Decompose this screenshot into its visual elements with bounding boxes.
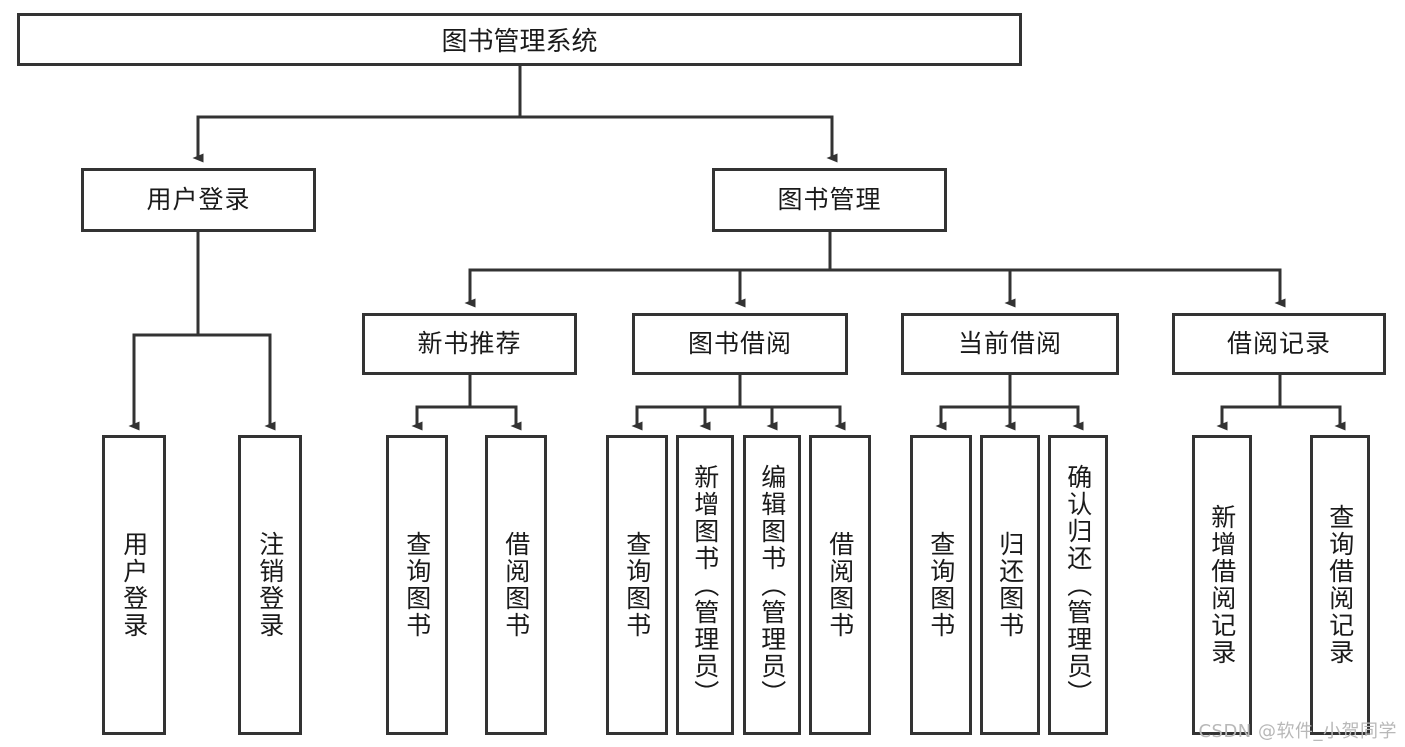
- leaf-label: 新增借阅记录: [1207, 504, 1237, 666]
- csdn-watermark: CSDN @软件_小贺同学: [1198, 721, 1397, 742]
- leaf-query-borrow-record[interactable]: 查询借阅记录: [1310, 435, 1370, 735]
- node-label: 当前借阅: [957, 329, 1062, 359]
- node-label: 图书管理系统: [441, 27, 598, 57]
- leaf-label: 借阅图书: [501, 531, 531, 639]
- leaf-query-book-current[interactable]: 查询图书: [910, 435, 972, 735]
- leaf-label: 查询图书: [926, 531, 956, 639]
- node-user-login[interactable]: 用户登录: [81, 168, 316, 232]
- leaf-return-book[interactable]: 归还图书: [980, 435, 1040, 735]
- leaf-add-book[interactable]: 新增图书（管理员）: [676, 435, 734, 735]
- leaf-label: 借阅图书: [825, 531, 855, 639]
- node-book-borrow[interactable]: 图书借阅: [632, 313, 848, 375]
- node-label: 借阅记录: [1226, 329, 1331, 359]
- node-label: 图书借阅: [687, 329, 792, 359]
- node-borrow-record[interactable]: 借阅记录: [1172, 313, 1386, 375]
- leaf-label: 确认归还（管理员）: [1063, 463, 1093, 707]
- leaf-label: 查询图书: [402, 531, 432, 639]
- node-new-book-recommend[interactable]: 新书推荐: [362, 313, 577, 375]
- leaf-user-login[interactable]: 用户登录: [102, 435, 166, 735]
- node-label: 图书管理: [777, 185, 882, 215]
- leaf-confirm-return[interactable]: 确认归还（管理员）: [1048, 435, 1108, 735]
- leaf-borrow-book-recommend[interactable]: 借阅图书: [485, 435, 547, 735]
- node-label: 用户登录: [146, 185, 251, 215]
- leaf-label: 注销登录: [255, 531, 285, 639]
- leaf-borrow-book[interactable]: 借阅图书: [809, 435, 871, 735]
- node-current-borrow[interactable]: 当前借阅: [901, 313, 1119, 375]
- leaf-query-book-borrow[interactable]: 查询图书: [606, 435, 668, 735]
- leaf-label: 查询图书: [622, 531, 652, 639]
- node-root-system[interactable]: 图书管理系统: [17, 13, 1022, 66]
- node-label: 新书推荐: [417, 329, 522, 359]
- node-book-management[interactable]: 图书管理: [712, 168, 947, 232]
- leaf-label: 编辑图书（管理员）: [757, 463, 787, 707]
- leaf-label: 新增图书（管理员）: [690, 463, 720, 707]
- leaf-label: 查询借阅记录: [1325, 504, 1355, 666]
- leaf-label: 用户登录: [119, 531, 149, 639]
- leaf-edit-book[interactable]: 编辑图书（管理员）: [743, 435, 801, 735]
- leaf-label: 归还图书: [995, 531, 1025, 639]
- leaf-query-book-recommend[interactable]: 查询图书: [386, 435, 448, 735]
- leaf-add-borrow-record[interactable]: 新增借阅记录: [1192, 435, 1252, 735]
- leaf-logout[interactable]: 注销登录: [238, 435, 302, 735]
